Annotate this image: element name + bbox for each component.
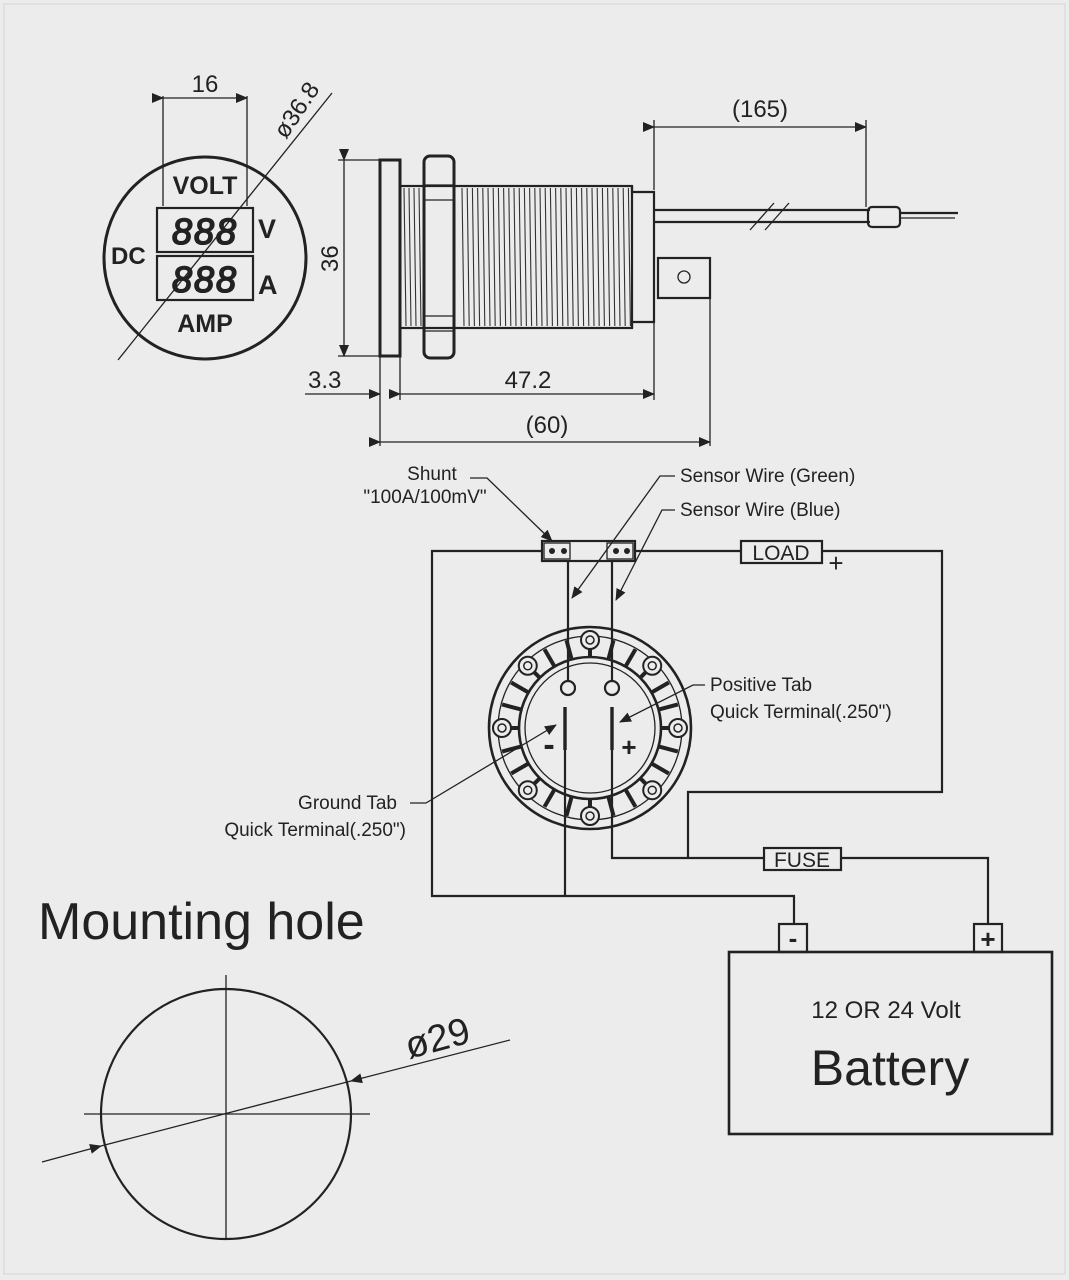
page-frame	[3, 3, 1066, 1275]
load-box	[739, 539, 824, 565]
volt-digits: 888	[172, 211, 238, 252]
battery-voltage: 12 OR 24 Volt	[811, 997, 961, 1024]
battery-plus: +	[980, 924, 995, 954]
dim-total-60: (60)	[526, 412, 569, 439]
load-label: LOAD	[752, 542, 809, 565]
meter-face-circle	[102, 155, 308, 361]
dim-height-36: 36	[317, 245, 344, 272]
mounting-hole-drawing: Mounting hole ø29	[38, 893, 511, 1241]
label-a: A	[258, 270, 278, 300]
sensor-terminal-left	[559, 679, 577, 697]
dim-flange-3-3: 3.3	[308, 367, 341, 394]
fuse-label: FUSE	[774, 849, 830, 872]
label-amp: AMP	[177, 310, 233, 338]
battery-minus: -	[789, 923, 798, 953]
cable-ferrule	[866, 205, 902, 229]
rear-cap	[630, 186, 656, 328]
dim-body-47-2: 47.2	[505, 367, 552, 394]
ground-minus-sign: -	[543, 726, 554, 764]
label-dc: DC	[111, 243, 146, 270]
sensor-wire-blue-label: Sensor Wire (Blue)	[680, 500, 841, 521]
mounting-lugs	[492, 630, 688, 826]
positive-plus-sign: +	[621, 732, 636, 762]
label-volt: VOLT	[173, 172, 238, 200]
mounting-hole-title: Mounting hole	[38, 893, 365, 951]
dim-cable-165: (165)	[732, 96, 788, 123]
amp-display	[155, 254, 255, 302]
amp-digits: 888	[172, 259, 238, 300]
battery-positive-terminal	[972, 922, 1004, 954]
meter-side-view: 36 (165) 3.3 47.2	[305, 96, 958, 447]
rear-tab-terminal	[656, 256, 712, 300]
sensor-terminal-right	[603, 679, 621, 697]
shunt-rating: "100A/100mV"	[363, 487, 486, 508]
sensor-wire-green-label: Sensor Wire (Green)	[680, 466, 855, 487]
label-v: V	[258, 214, 276, 244]
wiring-schematic: LOAD + FUSE - + Shunt "100A/100mV" Senso…	[224, 464, 1054, 1136]
thread-lines	[403, 187, 631, 327]
ground-tab-label-1: Ground Tab	[298, 793, 397, 814]
positive-tab-label-1: Positive Tab	[710, 675, 812, 696]
volt-display	[155, 206, 255, 254]
battery-label: Battery	[811, 1040, 969, 1096]
load-plus: +	[828, 548, 843, 578]
battery: - + 12 OR 24 Volt Battery	[727, 922, 1054, 1136]
positive-tab-label-2: Quick Terminal(.250")	[710, 702, 892, 723]
fuse-box	[762, 846, 843, 872]
shunt-label: Shunt	[407, 464, 457, 485]
threaded-body	[398, 184, 634, 330]
ground-tab-label-2: Quick Terminal(.250")	[224, 820, 406, 841]
dim-width-16: 16	[192, 71, 219, 98]
battery-negative-terminal	[777, 922, 809, 954]
meter-front-view: 16 ø36.8 VOLT AMP DC V A 888 888	[102, 71, 333, 361]
hex-nut	[422, 154, 456, 360]
meter-back-view: - +	[487, 625, 693, 831]
